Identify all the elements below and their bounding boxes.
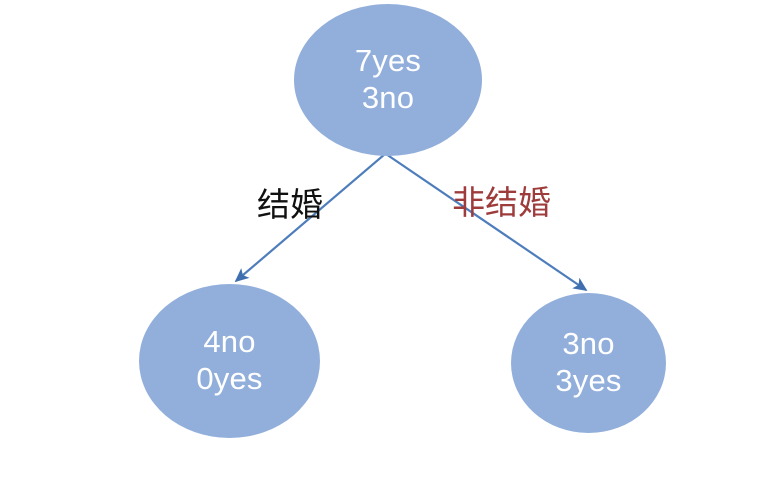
tree-node-left-child-line-2: 0yes <box>196 361 263 396</box>
tree-node-root-line-2: 3no <box>361 80 415 115</box>
tree-node-left-child: 4no 0yes <box>139 284 320 438</box>
tree-node-right-child-line-2: 3yes <box>555 363 622 398</box>
tree-node-right-child-line-1: 3no <box>562 326 615 362</box>
tree-node-root: 7yes 3no <box>294 4 482 156</box>
tree-node-root-line-1: 7yes <box>354 43 422 79</box>
tree-node-left-child-line-1: 4no <box>203 324 256 360</box>
edge-label-not-married: 非结婚 <box>452 184 551 221</box>
edge-root-to-left-child <box>234 153 386 283</box>
edge-label-married: 结婚 <box>257 186 323 223</box>
tree-node-right-child: 3no 3yes <box>511 293 666 433</box>
edge-root-to-right-child <box>385 153 588 291</box>
